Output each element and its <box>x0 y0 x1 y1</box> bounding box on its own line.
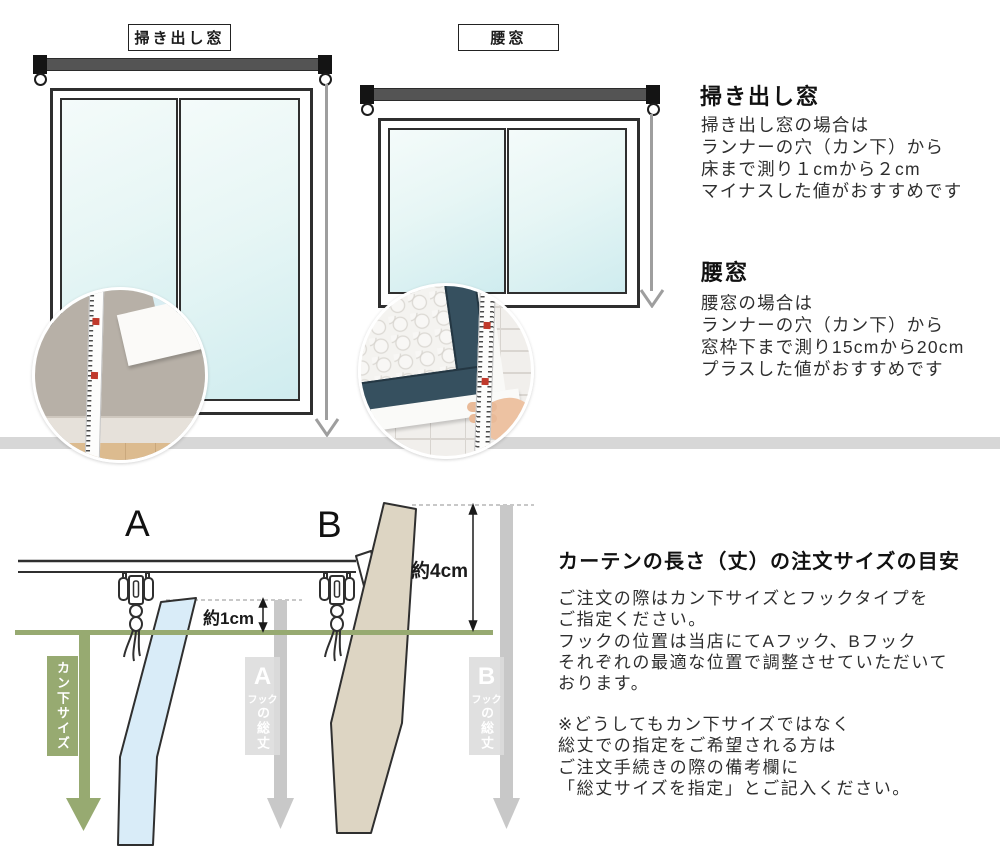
photo-measure-window-frame <box>358 283 534 459</box>
guide-para1: ご注文の際はカン下サイズとフックタイプを ご指定ください。 フックの位置は当店に… <box>558 588 948 694</box>
runner-ring-icon <box>361 103 374 116</box>
guide-line: ※どうしてもカン下サイズではなく <box>558 715 851 734</box>
bar-b-letter: B <box>477 663 496 690</box>
bar-b-text2: の総丈 <box>479 706 494 751</box>
bar-b-text1: フック <box>471 695 502 706</box>
diagram-rail <box>18 559 356 573</box>
bar-a-text1: フック <box>247 695 278 706</box>
guide-line: おります。 <box>558 674 650 694</box>
measure-1cm-label: 約1cm <box>203 609 255 628</box>
info2-body: 腰窓の場合は ランナーの穴（カン下）から 窓枠下まで測り15cmから20cm プ… <box>701 292 965 380</box>
tag-waist-window: 腰窓 <box>458 24 559 51</box>
hook-type-diagram <box>15 502 534 846</box>
rail-endcap-icon <box>33 55 47 74</box>
guide-line: ご注文の際はカン下サイズとフックタイプを <box>558 589 929 608</box>
guide-para2: ※どうしてもカン下サイズではなく 総丈での指定をご希望される方は ご注文手続きの… <box>558 714 911 799</box>
guide-line: 「総丈サイズを指定」とご記入ください。 <box>558 778 911 798</box>
tape-number-mark <box>90 371 99 380</box>
tape-number-mark <box>481 377 489 386</box>
measure-arrow-right <box>650 114 653 291</box>
kan-shita-size-text: カン下サイズ <box>55 661 70 751</box>
info2-line: 腰窓の場合は <box>701 293 814 313</box>
tag-floor-window-label: 掃き出し窓 <box>134 30 225 47</box>
photo-wood-floor <box>35 443 205 460</box>
window-pane <box>507 128 627 294</box>
rail-endcap-icon <box>318 55 332 74</box>
guide-line: それぞれの最適な位置で調整させていただいて <box>558 652 949 672</box>
info2-line: プラスした値がおすすめです <box>701 359 944 379</box>
hook-b-letter: B <box>317 504 342 545</box>
bar-a-text2: の総丈 <box>255 706 270 751</box>
info1-line: マイナスした値がおすすめです <box>701 181 963 201</box>
tape-number-mark <box>483 321 491 330</box>
info1-line: 掃き出し窓の場合は <box>701 115 870 135</box>
measure-arrow-4cm <box>468 502 478 633</box>
guide-line: ご注文手続きの際の備考欄に <box>558 757 800 777</box>
curtain-a <box>117 597 197 846</box>
info2-heading: 腰窓 <box>701 260 750 285</box>
arrow-down-icon <box>639 289 665 308</box>
hook-a-total-length-label: A フック の総丈 <box>245 657 280 755</box>
guide-heading: カーテンの長さ（丈）の注文サイズの目安 <box>558 551 961 573</box>
hook-a-letter: A <box>125 503 150 544</box>
guide-line: ご指定ください。 <box>558 610 707 630</box>
runner-ring-icon <box>647 103 660 116</box>
rail-endcap-icon <box>360 85 374 104</box>
hook-b-total-length-label: B フック の総丈 <box>469 657 504 755</box>
measure-4cm-label: 約4cm <box>411 561 469 582</box>
info2-line: 窓枠下まで測り15cmから20cm <box>701 337 965 357</box>
bar-a-letter: A <box>253 663 272 690</box>
kan-shita-size-label: カン下サイズ <box>47 656 78 756</box>
waist-window-illustration <box>378 118 640 308</box>
window-pane <box>388 128 506 294</box>
kan-shita-arrow <box>66 635 101 831</box>
guide-line: 総丈での指定をご希望される方は <box>558 736 837 756</box>
arrow-down-icon <box>314 418 340 437</box>
measure-arrow-left <box>325 84 328 420</box>
measure-arrow-1cm <box>258 597 268 633</box>
tape-number-mark <box>92 317 100 326</box>
info1-line: ランナーの穴（カン下）から <box>701 137 945 157</box>
info1-heading: 掃き出し窓 <box>700 84 821 109</box>
curtain-rail-right <box>360 88 660 101</box>
info1-body: 掃き出し窓の場合は ランナーの穴（カン下）から 床まで測り１cmから２cm マイ… <box>701 114 962 202</box>
tag-waist-window-label: 腰窓 <box>490 30 527 47</box>
info2-line: ランナーの穴（カン下）から <box>701 315 945 335</box>
photo-baseboard <box>35 416 205 445</box>
guide-line: フックの位置は当店にてAフック、Bフック <box>558 631 918 651</box>
photo-measure-floor <box>32 287 208 463</box>
info1-line: 床まで測り１cmから２cm <box>701 159 921 179</box>
curtain-rail-left <box>33 58 332 71</box>
kan-shita-line <box>15 630 493 635</box>
tag-floor-window: 掃き出し窓 <box>128 24 231 51</box>
runner-ring-icon <box>34 73 47 86</box>
rail-endcap-icon <box>646 85 660 104</box>
curtain-b <box>330 502 417 834</box>
